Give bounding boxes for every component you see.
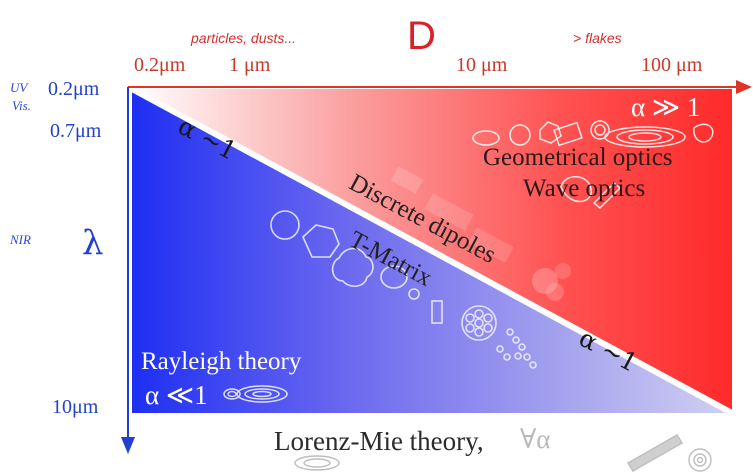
wavelength-tick-0-2um: 0.2μm	[48, 78, 100, 100]
uv-label: UV	[10, 80, 28, 95]
category-left-label: particles, dusts...	[191, 30, 297, 46]
wave-optics-label: Wave optics	[523, 175, 646, 202]
lorenz-mie-theory-label: Lorenz-Mie theory,	[274, 426, 484, 456]
wavelength-tick-0-7um: 0.7μm	[50, 120, 102, 142]
geometrical-optics-label: Geometrical optics	[483, 144, 673, 171]
dimension-symbol: D	[407, 14, 436, 58]
aggregate-particles-icon	[390, 166, 571, 301]
irregular-particles-icon	[472, 120, 714, 210]
forall-alpha-label: ∀α	[520, 424, 551, 454]
size-tick-10um: 10 μm	[456, 54, 508, 76]
size-axis-arrowhead	[736, 80, 752, 94]
diagonal-divider	[130, 86, 734, 416]
size-tick-0-2um: 0.2μm	[134, 54, 186, 76]
category-right-label: > flakes	[573, 30, 622, 46]
nir-label: NIR	[10, 232, 31, 247]
particle-outlines-icon	[270, 210, 537, 369]
lorenz-mie-icons	[294, 434, 712, 472]
vis-label: Vis.	[12, 98, 31, 113]
rayleigh-theory-label: Rayleigh theory	[141, 348, 302, 375]
wavelength-tick-10um: 10μm	[52, 396, 99, 418]
alpha-large-label: α ≫ 1	[631, 92, 701, 122]
rayleigh-ellipses-icon	[223, 385, 288, 403]
alpha-small-label: α ≪1	[145, 380, 208, 410]
size-tick-1um: 1 μm	[229, 54, 271, 76]
size-tick-100um: 100 μm	[641, 54, 703, 76]
wavelength-axis-arrowhead	[121, 437, 135, 454]
lambda-symbol: λ	[82, 223, 104, 263]
